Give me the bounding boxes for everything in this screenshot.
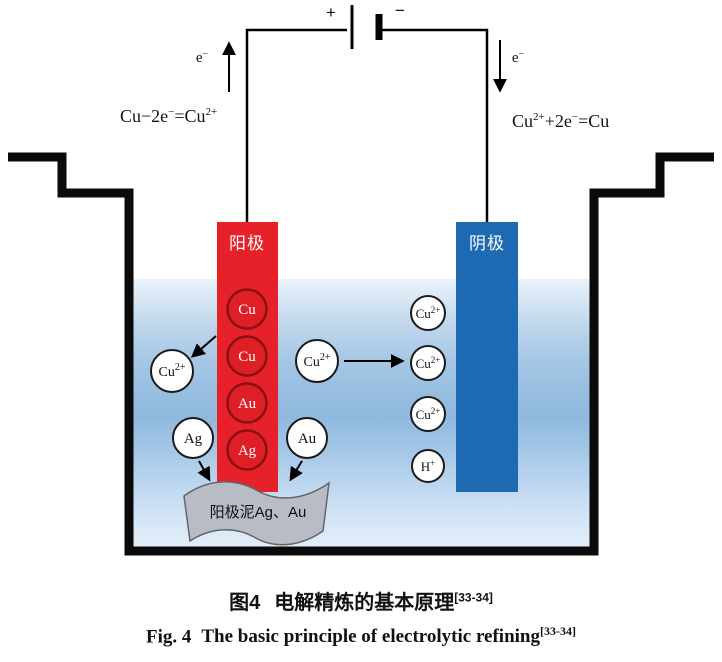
anode-particle: Au bbox=[226, 382, 268, 424]
wire-anode bbox=[245, 28, 347, 224]
battery-minus-label: − bbox=[395, 1, 405, 20]
particle-ag: Ag bbox=[172, 417, 214, 459]
anode-label: 阳极 bbox=[229, 234, 265, 253]
battery-plus-label: + bbox=[326, 3, 336, 22]
ion-circle bbox=[150, 349, 194, 393]
caption-en-ref: [33-34] bbox=[540, 624, 576, 638]
particle-au: Au bbox=[286, 417, 328, 459]
ion-circle bbox=[410, 396, 446, 432]
caption-en-number: Fig. 4 bbox=[145, 626, 192, 648]
caption-zh-ref: [33-34] bbox=[454, 590, 493, 605]
ion-label: Cu2+ bbox=[416, 406, 441, 422]
battery-symbol: + − bbox=[326, 1, 405, 49]
ion-circle bbox=[411, 449, 445, 483]
electron-label-right: e− bbox=[512, 49, 525, 66]
ion-cu-at-cathode: Cu2+ bbox=[410, 396, 446, 432]
electrolytic-cell-tank bbox=[8, 152, 714, 556]
anode-particle-circle bbox=[226, 335, 268, 377]
ion-circle bbox=[410, 295, 446, 331]
anode-particle-label: Ag bbox=[238, 443, 257, 459]
electron-label-left: e− bbox=[196, 49, 209, 66]
ion-circle bbox=[295, 339, 339, 383]
electron-flow-right: e− bbox=[493, 40, 525, 93]
anode-particle: Ag bbox=[226, 429, 268, 471]
cathode-label: 阴极 bbox=[469, 234, 505, 253]
au-settle-arrow bbox=[289, 460, 303, 482]
anode-particle-label: Cu bbox=[238, 302, 256, 318]
ion-h-at-cathode: H+ bbox=[411, 449, 445, 483]
anode-particle-circle bbox=[226, 382, 268, 424]
anode-half-reaction: Cu−2e−=Cu2+ bbox=[120, 106, 217, 126]
ion-label: Cu2+ bbox=[159, 362, 186, 380]
cathode-half-reaction: Cu2++2e−=Cu bbox=[512, 111, 609, 131]
ion-label: Cu2+ bbox=[416, 355, 441, 371]
anode-particle-label: Au bbox=[238, 396, 257, 412]
anode-slime-banner: 阳极泥Ag、Au bbox=[183, 481, 330, 546]
ion-label: Cu2+ bbox=[416, 305, 441, 321]
particle-circle bbox=[286, 417, 328, 459]
anode-particle: Cu bbox=[226, 335, 268, 377]
anode-slime-ribbon bbox=[183, 481, 330, 546]
anode-slime-label: 阳极泥Ag、Au bbox=[210, 504, 307, 521]
ion-circle bbox=[410, 345, 446, 381]
electrolysis-diagram: + − e− e− Cu−2e−=Cu2+ Cu2++2e−=Cu 阳极 Cu … bbox=[8, 1, 714, 556]
anode-particle: Cu bbox=[226, 288, 268, 330]
caption-zh: 图4 电解精炼的基本原理[33-34] bbox=[0, 586, 722, 615]
wire-cathode bbox=[377, 28, 489, 224]
anode-particle-label: Cu bbox=[238, 349, 256, 365]
particle-label: Ag bbox=[184, 431, 203, 447]
ion-label: H+ bbox=[421, 458, 435, 474]
electron-flow-left: e− bbox=[196, 41, 236, 92]
anode-particle-circle bbox=[226, 429, 268, 471]
caption-en-title: The basic principle of electrolytic refi… bbox=[201, 626, 540, 648]
ion-cu-at-cathode: Cu2+ bbox=[410, 345, 446, 381]
cathode-bar bbox=[456, 222, 518, 492]
anode-electrode: 阳极 Cu Cu Au Ag bbox=[217, 222, 278, 492]
ag-settle-arrow bbox=[197, 460, 211, 482]
dissolution-arrow bbox=[190, 335, 217, 358]
caption-zh-number: 图4 bbox=[229, 592, 261, 614]
ion-cu-migrating: Cu2+ bbox=[295, 339, 339, 383]
caption-en: Fig. 4 The basic principle of electrolyti… bbox=[0, 624, 722, 648]
cathode-electrode: 阴极 bbox=[456, 222, 518, 492]
ion-label: Cu2+ bbox=[304, 352, 331, 370]
ion-cu-left: Cu2+ bbox=[150, 349, 194, 393]
particle-circle bbox=[172, 417, 214, 459]
ion-cu-at-cathode: Cu2+ bbox=[410, 295, 446, 331]
anode-particle-circle bbox=[226, 288, 268, 330]
caption-zh-title: 电解精炼的基本原理 bbox=[274, 592, 455, 614]
particle-label: Au bbox=[298, 431, 317, 447]
